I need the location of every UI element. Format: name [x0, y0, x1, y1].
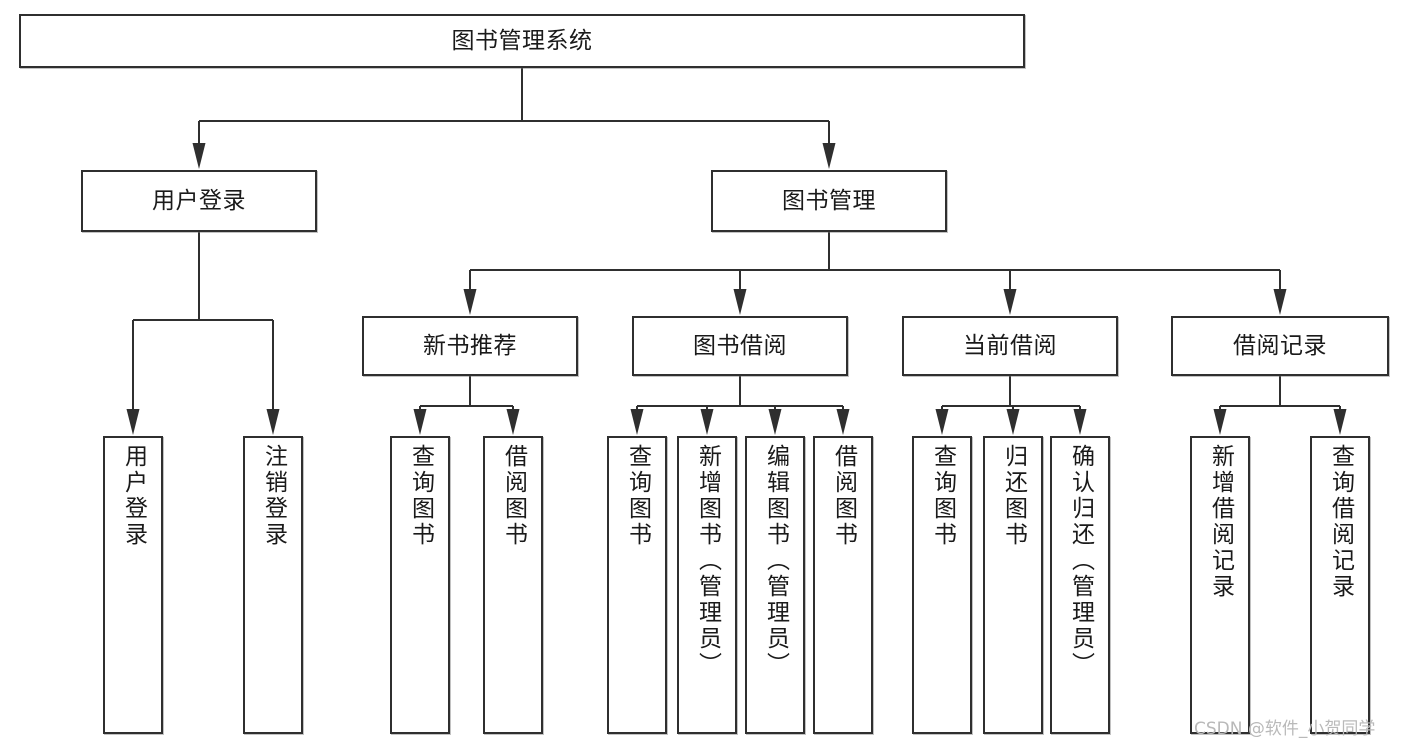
arrowhead-icon [413, 409, 427, 435]
node-book-manage[interactable]: 图书管理 [711, 170, 947, 232]
node-label: 查询借阅记录 [1327, 444, 1354, 600]
node-root[interactable]: 图书管理系统 [19, 14, 1025, 68]
node-label: 查询图书 [624, 444, 651, 548]
node-label: 新增借阅记录 [1207, 444, 1234, 600]
node-leaf-return-book[interactable]: 归还图书 [983, 436, 1043, 734]
arrowhead-icon [126, 409, 140, 435]
node-label: 新增图书（管理员） [694, 444, 721, 678]
node-label: 用户登录 [120, 444, 147, 548]
arrowhead-icon [192, 143, 206, 169]
node-label: 用户登录 [152, 187, 246, 214]
arrowhead-icon [1213, 409, 1227, 435]
node-label: 借阅图书 [830, 444, 857, 548]
node-user-login[interactable]: 用户登录 [81, 170, 317, 232]
arrowhead-icon [463, 289, 477, 315]
node-book-borrow[interactable]: 图书借阅 [632, 316, 848, 376]
node-leaf-query-book-1[interactable]: 查询图书 [390, 436, 450, 734]
arrowhead-icon [1006, 409, 1020, 435]
node-label: 借阅记录 [1233, 332, 1327, 359]
node-label: 编辑图书（管理员） [762, 444, 789, 678]
arrowhead-icon [506, 409, 520, 435]
node-leaf-borrow-book-1[interactable]: 借阅图书 [483, 436, 543, 734]
node-leaf-add-borrow-record[interactable]: 新增借阅记录 [1190, 436, 1250, 734]
node-current-borrow[interactable]: 当前借阅 [902, 316, 1118, 376]
node-label: 归还图书 [1000, 444, 1027, 548]
node-leaf-query-borrow-record[interactable]: 查询借阅记录 [1310, 436, 1370, 734]
node-label: 借阅图书 [500, 444, 527, 548]
arrowhead-icon [700, 409, 714, 435]
node-label: 注销登录 [260, 444, 287, 548]
node-leaf-user-login[interactable]: 用户登录 [103, 436, 163, 734]
arrowhead-icon [768, 409, 782, 435]
arrowhead-icon [266, 409, 280, 435]
node-new-book-rec[interactable]: 新书推荐 [362, 316, 578, 376]
node-label: 当前借阅 [963, 332, 1057, 359]
node-label: 图书管理系统 [451, 27, 593, 54]
node-label: 查询图书 [407, 444, 434, 548]
node-leaf-edit-book-admin[interactable]: 编辑图书（管理员） [745, 436, 805, 734]
node-label: 查询图书 [929, 444, 956, 548]
node-leaf-add-book-admin[interactable]: 新增图书（管理员） [677, 436, 737, 734]
node-leaf-query-book-2[interactable]: 查询图书 [607, 436, 667, 734]
arrowhead-icon [822, 143, 836, 169]
arrowhead-icon [935, 409, 949, 435]
watermark-text: CSDN @软件_小贺同学 [1194, 719, 1376, 739]
arrowhead-icon [1333, 409, 1347, 435]
node-leaf-user-logout[interactable]: 注销登录 [243, 436, 303, 734]
arrowhead-icon [1003, 289, 1017, 315]
arrowhead-icon [1073, 409, 1087, 435]
arrowhead-icon [733, 289, 747, 315]
node-leaf-borrow-book-2[interactable]: 借阅图书 [813, 436, 873, 734]
arrowhead-icon [836, 409, 850, 435]
arrowhead-icon [1273, 289, 1287, 315]
node-borrow-record[interactable]: 借阅记录 [1171, 316, 1389, 376]
node-leaf-confirm-return-admin[interactable]: 确认归还（管理员） [1050, 436, 1110, 734]
arrowhead-icon [630, 409, 644, 435]
node-label: 确认归还（管理员） [1067, 444, 1094, 678]
node-label: 新书推荐 [423, 332, 517, 359]
node-label: 图书管理 [782, 187, 876, 214]
node-label: 图书借阅 [693, 332, 787, 359]
node-leaf-query-book-3[interactable]: 查询图书 [912, 436, 972, 734]
